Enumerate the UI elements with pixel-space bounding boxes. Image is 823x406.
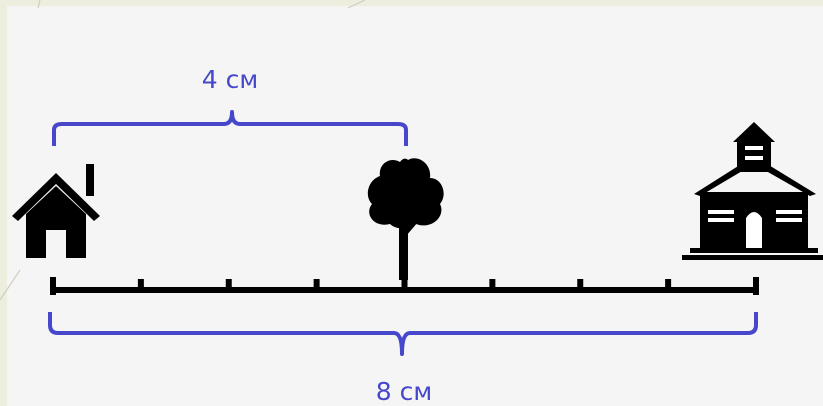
house-icon [12, 164, 100, 258]
school-icon [682, 122, 823, 260]
background-lines [0, 0, 366, 301]
ruler-tick [489, 279, 496, 289]
ruler [50, 277, 759, 295]
top-brace [52, 110, 408, 146]
ruler-tick [137, 279, 144, 289]
ruler-bar [50, 287, 759, 293]
ruler-tick [401, 279, 408, 289]
ruler-tick [753, 277, 759, 295]
bottom-brace [48, 312, 758, 356]
top-distance-label: 4 см [202, 65, 258, 94]
ruler-tick [50, 277, 56, 295]
bottom-distance-label: 8 см [376, 377, 432, 406]
ruler-tick [225, 279, 232, 289]
tree-icon [367, 158, 444, 280]
ruler-tick [313, 279, 320, 289]
ruler-tick [665, 279, 672, 289]
ruler-tick [577, 279, 584, 289]
